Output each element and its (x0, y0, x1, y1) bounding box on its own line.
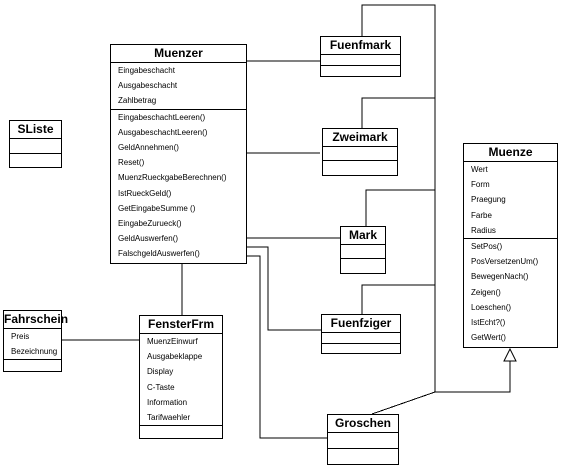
attribute: Preis (11, 332, 30, 341)
generalization-groschen (371, 391, 436, 415)
method: SetPos() (471, 242, 503, 252)
class-zweimark-title: Zweimark (323, 129, 397, 147)
method: Zeigen() (471, 287, 501, 297)
attribute: Bezeichnung (11, 347, 58, 357)
class-fensterfrm-title: FensterFrm (140, 316, 222, 334)
class-fensterfrm-methods (140, 426, 222, 438)
class-fahrschein[interactable]: Fahrschein Preis Bezeichnung (3, 310, 68, 372)
method: EingabeschachtLeeren() (118, 112, 206, 122)
class-fahrschein-methods (4, 360, 61, 372)
method: GetEingabeSumme () (118, 203, 196, 213)
class-mark[interactable]: Mark (340, 226, 386, 274)
class-zweimark-methods (323, 161, 397, 175)
class-sliste-methods (10, 154, 61, 168)
attribute: Ausgabeklappe (147, 352, 203, 362)
method: PosVersetzenUm() (471, 257, 539, 267)
attribute: MuenzEinwurf (147, 337, 198, 346)
class-muenzer-attributes: Eingabeschacht Ausgabeschacht Zahlbetrag (111, 63, 246, 110)
class-muenzer[interactable]: Muenzer Eingabeschacht Ausgabeschacht Za… (110, 44, 247, 264)
attribute: Farbe (471, 210, 492, 220)
method: EingabeZurueck() (118, 219, 182, 229)
class-sliste-attributes (10, 139, 61, 154)
class-muenzer-title: Muenzer (111, 45, 246, 63)
class-fuenfziger[interactable]: Fuenfziger (321, 314, 401, 354)
method: BewegenNach() (471, 272, 529, 282)
generalization-mark (365, 189, 435, 226)
assoc-muenzer-fuenfziger (246, 246, 321, 331)
method: GeldAuswerfen() (118, 234, 179, 244)
attribute: Display (147, 367, 174, 377)
class-sliste[interactable]: SListe (9, 120, 62, 168)
attribute: Zahlbetrag (118, 96, 157, 106)
attribute: Form (471, 180, 490, 190)
method: IstRueckGeld() (118, 188, 172, 198)
generalization-bus (361, 4, 511, 393)
class-muenze-methods: SetPos() PosVersetzenUm() BewegenNach() … (464, 239, 557, 345)
method: AusgabeschachtLeeren() (118, 127, 208, 137)
attribute: Information (147, 397, 188, 407)
class-fuenfziger-attributes (322, 333, 400, 344)
attribute: Eingabeschacht (118, 66, 175, 75)
class-mark-methods (341, 259, 385, 273)
class-fahrschein-title: Fahrschein (4, 311, 68, 329)
class-fensterfrm[interactable]: FensterFrm MuenzEinwurf Ausgabeklappe Di… (139, 315, 223, 439)
method: FalschgeldAuswerfen() (118, 249, 200, 259)
class-mark-title: Mark (341, 227, 385, 245)
assoc-muenzer-groschen (246, 255, 327, 439)
class-muenzer-methods: EingabeschachtLeeren() AusgabeschachtLee… (111, 110, 246, 262)
method: IstEcht?() (471, 318, 506, 328)
class-fuenfmark-attributes (321, 55, 400, 66)
attribute: Wert (471, 165, 488, 174)
class-mark-attributes (341, 245, 385, 259)
generalization-arrowhead (503, 347, 517, 362)
attribute: Praegung (471, 195, 506, 205)
attribute: Ausgabeschacht (118, 81, 178, 91)
class-muenze-title: Muenze (464, 144, 557, 162)
class-groschen-title: Groschen (328, 415, 398, 433)
attribute: Radius (471, 225, 496, 235)
method: Loeschen() (471, 302, 512, 312)
class-muenze-attributes: Wert Form Praegung Farbe Radius (464, 162, 557, 240)
method: MuenzRueckgabeBerechnen() (118, 173, 227, 183)
class-fuenfziger-methods (322, 344, 400, 355)
method: GetWert() (471, 333, 506, 343)
attribute: Tarifwaehler (147, 413, 191, 423)
class-muenze[interactable]: Muenze Wert Form Praegung Farbe Radius S… (463, 143, 558, 348)
class-zweimark-attributes (323, 147, 397, 161)
class-groschen-methods (328, 449, 398, 464)
method: Reset() (118, 158, 145, 168)
class-sliste-title: SListe (10, 121, 61, 139)
class-zweimark[interactable]: Zweimark (322, 128, 398, 176)
attribute: C-Taste (147, 382, 175, 392)
class-fuenfmark[interactable]: Fuenfmark (320, 36, 401, 77)
class-fuenfziger-title: Fuenfziger (322, 315, 400, 333)
generalization-zweimark (361, 97, 435, 128)
class-fuenfmark-methods (321, 66, 400, 77)
method: GeldAnnehmen() (118, 143, 179, 153)
generalization-fuenfziger (361, 284, 435, 314)
class-groschen-attributes (328, 433, 398, 449)
class-fuenfmark-title: Fuenfmark (321, 37, 400, 55)
class-fahrschein-attributes: Preis Bezeichnung (4, 329, 61, 361)
class-groschen[interactable]: Groschen (327, 414, 399, 465)
class-fensterfrm-attributes: MuenzEinwurf Ausgabeklappe Display C-Tas… (140, 334, 222, 427)
